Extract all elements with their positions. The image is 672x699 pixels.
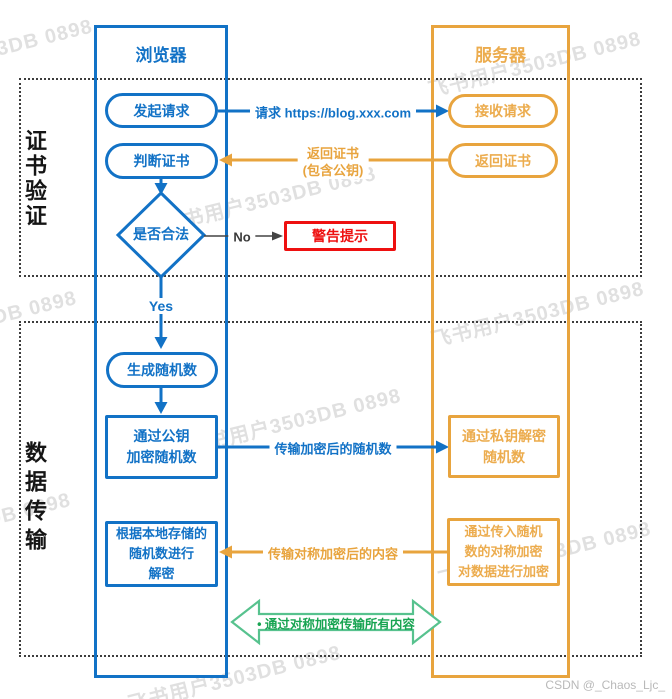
section-frame-data-transfer	[19, 321, 642, 657]
node-judge-certificate: 判断证书	[105, 143, 218, 179]
edge-label-enc-random: 传输加密后的随机数	[269, 438, 397, 458]
node-initiate-request: 发起请求	[105, 93, 218, 128]
edge-label-symmetric-all: • 通过对称加密传输所有内容	[257, 617, 415, 632]
node-encrypt-symmetric: 通过传入随机 数的对称加密 对数据进行加密	[447, 518, 560, 586]
diamond-is-valid-label: 是否合法	[133, 226, 189, 242]
edge-label-yes: Yes	[143, 298, 179, 314]
node-generate-random: 生成随机数	[106, 352, 218, 388]
node-decrypt-private-key: 通过私钥解密 随机数	[448, 415, 560, 478]
csdn-credit: CSDN @_Chaos_Ljc_	[545, 678, 665, 692]
edge-label-return-cert-line1: 返回证书	[306, 146, 360, 161]
edge-label-no: No	[228, 229, 256, 245]
server-lane-title: 服务器	[475, 46, 526, 65]
section-label-cert-verification: 证书验证	[22, 129, 47, 229]
edge-label-return-cert-line2: (包含公钥)	[302, 163, 364, 178]
node-receive-request: 接收请求	[448, 94, 558, 128]
server-lane: 服务器	[431, 25, 570, 678]
section-frame-cert-verification	[19, 78, 642, 277]
node-warning-alert: 警告提示	[284, 221, 396, 251]
edge-label-return-cert: 返回证书 (包含公钥)	[297, 145, 369, 179]
browser-lane-title: 浏览器	[135, 46, 187, 65]
section-label-data-transfer: 数据传输	[22, 441, 47, 557]
node-decrypt-local-random: 根据本地存储的 随机数进行 解密	[105, 521, 218, 587]
watermark: 503DB 0898	[0, 15, 96, 67]
edge-label-sym-content: 传输对称加密后的内容	[262, 543, 404, 563]
node-encrypt-public-key: 通过公钥 加密随机数	[105, 415, 218, 479]
edge-label-request-url: 请求 https://blog.xxx.com	[249, 102, 417, 122]
node-return-certificate: 返回证书	[448, 143, 558, 178]
browser-lane: 浏览器	[94, 25, 228, 678]
